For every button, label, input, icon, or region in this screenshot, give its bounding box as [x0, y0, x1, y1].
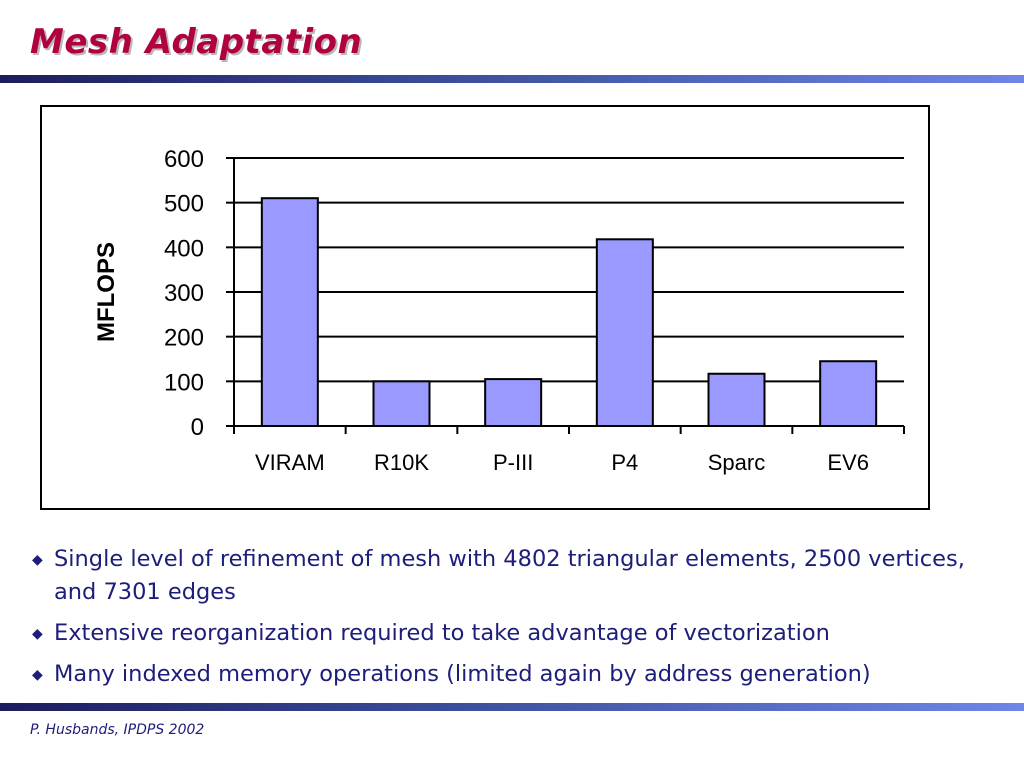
y-tick-label: 100 — [164, 369, 204, 396]
y-tick-label: 400 — [164, 235, 204, 262]
bullet-text: Extensive reorganization required to tak… — [54, 620, 830, 646]
bar — [595, 238, 654, 427]
x-category-label: EV6 — [827, 450, 869, 475]
x-category-label: Sparc — [708, 450, 765, 475]
x-category-label: P-III — [493, 450, 533, 475]
diamond-bullet-icon: ◆ — [32, 552, 43, 568]
x-category-label: R10K — [374, 450, 429, 475]
y-tick-label: 500 — [164, 191, 204, 218]
bullet-item: ◆ Single level of refinement of mesh wit… — [30, 543, 1010, 609]
footer-citation: P. Husbands, IPDPS 2002 — [30, 722, 205, 738]
x-category-label: VIRAM — [255, 450, 325, 475]
bar — [819, 360, 878, 428]
footer-divider — [0, 703, 1024, 711]
diamond-bullet-icon: ◆ — [32, 667, 43, 683]
bar — [372, 380, 431, 428]
y-tick-label: 300 — [164, 280, 204, 307]
y-tick-label: 600 — [164, 146, 204, 173]
bullet-text: Many indexed memory operations (limited … — [54, 661, 871, 687]
bar — [260, 197, 319, 427]
bar — [484, 378, 543, 428]
x-category-label: P4 — [611, 450, 638, 475]
bar — [707, 372, 766, 427]
bullet-item: ◆ Extensive reorganization required to t… — [30, 617, 1010, 650]
bullet-list: ◆ Single level of refinement of mesh wit… — [30, 543, 1010, 699]
slide-title: Mesh Adaptation — [30, 22, 363, 62]
bullet-text: Single level of refinement of mesh with … — [54, 546, 965, 605]
y-tick-label: 0 — [191, 414, 204, 441]
title-divider — [0, 75, 1024, 83]
diamond-bullet-icon: ◆ — [32, 626, 43, 642]
y-axis-title: MFLOPS — [93, 242, 120, 342]
bullet-item: ◆ Many indexed memory operations (limite… — [30, 658, 1010, 691]
y-tick-label: 200 — [164, 325, 204, 352]
